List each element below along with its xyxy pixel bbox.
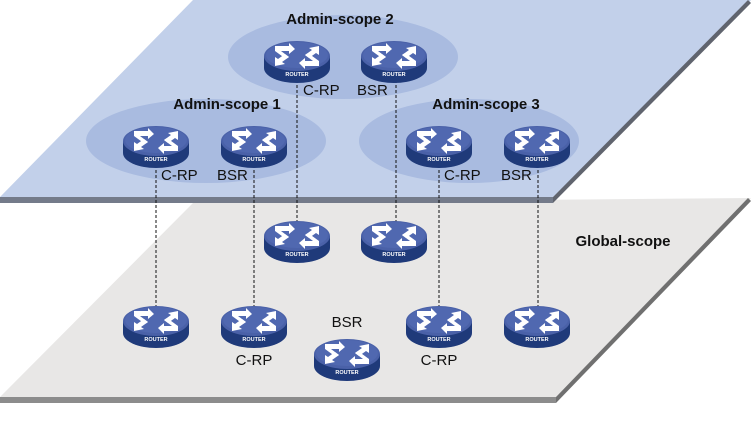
- router-as2-crp[interactable]: ROUTER: [264, 41, 330, 83]
- role-label-as2-bsr: BSR: [357, 82, 388, 99]
- router-label: ROUTER: [144, 337, 167, 343]
- router-g-bsr[interactable]: ROUTER: [314, 339, 380, 381]
- router-label: ROUTER: [382, 72, 405, 78]
- router-as1-crp[interactable]: ROUTER: [123, 126, 189, 168]
- links: [155, 75, 539, 325]
- role-label-as3-crp: C-RP: [444, 167, 481, 184]
- role-label-as3-bsr: BSR: [501, 167, 532, 184]
- router-label: ROUTER: [285, 252, 308, 258]
- router-g-bot-2[interactable]: ROUTER: [221, 306, 287, 348]
- admin-scope-3-title: Admin-scope 3: [432, 96, 540, 113]
- router-label: ROUTER: [285, 72, 308, 78]
- role-label-as1-crp: C-RP: [161, 167, 198, 184]
- role-label-as2-crp: C-RP: [303, 82, 340, 99]
- global-scope-plane: [0, 198, 751, 403]
- admin-scope-2-title: Admin-scope 2: [286, 11, 394, 28]
- router-label: ROUTER: [335, 370, 358, 376]
- router-as3-crp[interactable]: ROUTER: [406, 126, 472, 168]
- router-label: ROUTER: [242, 157, 265, 163]
- router-label: ROUTER: [525, 157, 548, 163]
- router-g-mid-2[interactable]: ROUTER: [361, 221, 427, 263]
- role-label-g-bot-3: C-RP: [421, 352, 458, 369]
- admin-scope-1-title: Admin-scope 1: [173, 96, 281, 113]
- router-g-mid-1[interactable]: ROUTER: [264, 221, 330, 263]
- router-g-bot-3[interactable]: ROUTER: [406, 306, 472, 348]
- router-g-bot-1[interactable]: ROUTER: [123, 306, 189, 348]
- router-g-bot-4[interactable]: ROUTER: [504, 306, 570, 348]
- router-label: ROUTER: [427, 157, 450, 163]
- role-label-as1-bsr: BSR: [217, 167, 248, 184]
- router-label: ROUTER: [525, 337, 548, 343]
- role-label-g-bot-2: C-RP: [236, 352, 273, 369]
- router-as1-bsr[interactable]: ROUTER: [221, 126, 287, 168]
- router-as2-bsr[interactable]: ROUTER: [361, 41, 427, 83]
- router-label: ROUTER: [382, 252, 405, 258]
- router-label: ROUTER: [144, 157, 167, 163]
- role-label-g-bsr: BSR: [332, 314, 363, 331]
- router-label: ROUTER: [427, 337, 450, 343]
- router-as3-bsr[interactable]: ROUTER: [504, 126, 570, 168]
- global-scope-title: Global-scope: [575, 233, 670, 250]
- router-label: ROUTER: [242, 337, 265, 343]
